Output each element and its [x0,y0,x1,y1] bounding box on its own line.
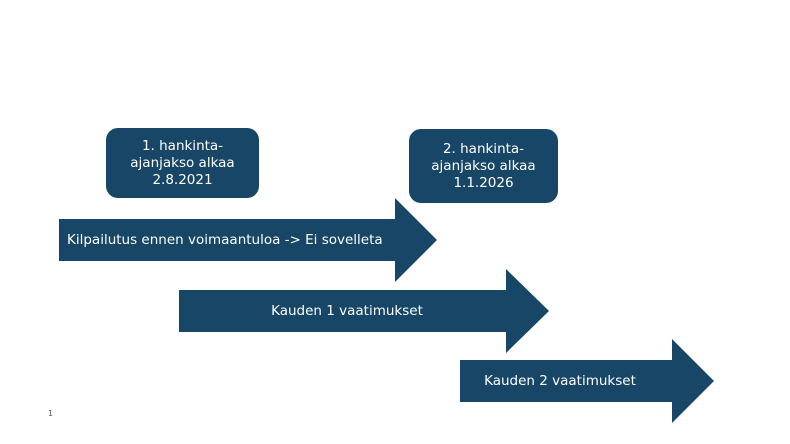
period-2-line-2: ajanjakso alkaa [431,157,536,174]
period-1-line-2: ajanjakso alkaa [130,154,235,171]
arrow-competitive-tendering-label: Kilpailutus ennen voimaantuloa -> Ei sov… [67,231,383,248]
period-2-line-3: 1.1.2026 [453,174,514,191]
period-1-line-3: 2.8.2021 [152,171,213,188]
period-2-start-box: 2. hankinta- ajanjakso alkaa 1.1.2026 [409,129,558,203]
period-1-start-box: 1. hankinta- ajanjakso alkaa 2.8.2021 [106,128,259,198]
arrow-period-1-requirements: Kauden 1 vaatimukset [179,269,549,353]
arrow-period-1-requirements-label: Kauden 1 vaatimukset [271,302,423,319]
arrow-period-2-requirements-label: Kauden 2 vaatimukset [484,372,636,389]
arrow-competitive-tendering: Kilpailutus ennen voimaantuloa -> Ei sov… [59,198,437,282]
arrow-shape [460,339,714,423]
arrow-shape [59,198,437,282]
arrow-period-2-requirements: Kauden 2 vaatimukset [460,339,714,423]
period-2-line-1: 2. hankinta- [442,140,525,157]
period-1-line-1: 1. hankinta- [141,137,224,154]
arrow-shape [179,269,549,353]
page-number: 1 [48,409,54,418]
